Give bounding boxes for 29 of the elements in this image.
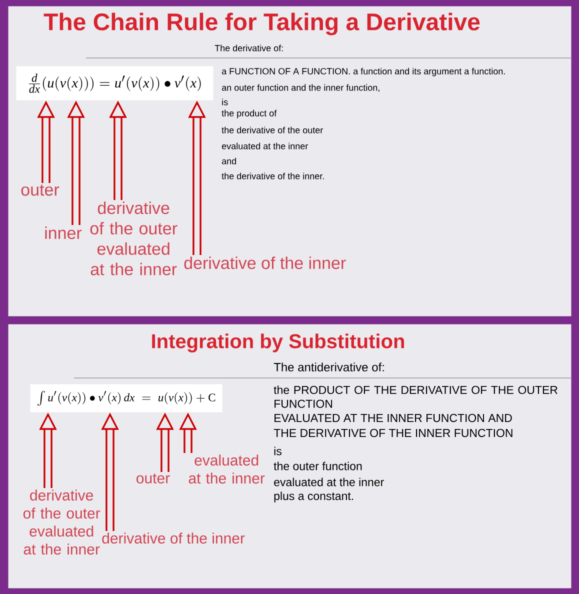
formula: $\int u'(v(x))\bullet v'(x)\,dx \;=\; u(v(x))+\mathrm{C}$ xyxy=(30,384,222,412)
heading: Integration by Substitution xyxy=(152,334,404,352)
annotation-label: outer xyxy=(136,474,170,484)
body-text: plus a constant. xyxy=(274,492,354,502)
body-text: an outer function and the inner function, xyxy=(222,84,380,92)
body-text: THE DERIVATIVE OF THE INNER FUNCTION xyxy=(274,428,512,438)
annotation-label: derivative of the inner xyxy=(102,532,245,544)
annotation-label: derivative of the inner xyxy=(184,256,346,270)
body-text: the derivative of the inner. xyxy=(222,172,324,180)
body-text: is xyxy=(274,446,282,456)
annotation-label: derivative of the outer evaluated at the inner xyxy=(90,202,178,276)
annotation-label: inner xyxy=(45,226,82,240)
annotation-label: outer xyxy=(21,184,60,196)
body-text: evaluated at the inner xyxy=(222,142,308,150)
body-text: the PRODUCT OF THE DERIVATIVE OF THE OUTER FUNCTION xyxy=(274,386,558,408)
body-text: a FUNCTION OF A FUNCTION. a function and its argument a function. xyxy=(222,68,505,76)
body-text: and xyxy=(222,158,236,164)
body-text: the outer function xyxy=(274,462,362,470)
annotation-label: evaluated at the inner xyxy=(188,454,265,484)
body-text: is xyxy=(222,98,228,106)
intro-text: The derivative of: xyxy=(214,44,283,52)
body-text: the product of xyxy=(222,110,277,118)
intro-text: The antiderivative of: xyxy=(274,362,384,372)
formula: $\frac{d}{dx}(u(v(x)))=u'(v(x))\bullet v'(x)$ xyxy=(16,66,214,100)
body-text: evaluated at the inner xyxy=(274,478,384,486)
body-text: the derivative of the outer xyxy=(222,126,323,134)
annotation-label: derivative of the outer evaluated at the inner xyxy=(23,490,100,555)
body-text: EVALUATED AT THE INNER FUNCTION AND xyxy=(274,414,512,422)
heading: The Chain Rule for Taking a Derivative xyxy=(44,12,480,36)
